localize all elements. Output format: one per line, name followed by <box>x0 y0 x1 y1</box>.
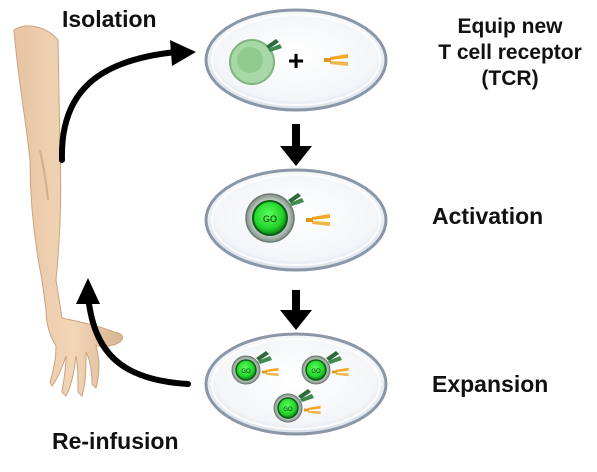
expansion-label: Expansion <box>432 371 549 397</box>
expanded-t-cell: GO <box>301 351 349 385</box>
go-mark: GO <box>283 407 293 413</box>
elbow-crease <box>39 149 49 201</box>
equip-label-line-3: (TCR) <box>481 67 539 90</box>
petri-dish-isolation: + <box>204 8 388 112</box>
equip-tcr-label: Equip new T cell receptor (TCR) <box>430 14 590 92</box>
down-arrow-2 <box>280 290 312 330</box>
isolation-arrow <box>58 40 196 163</box>
arm-shape <box>13 25 123 397</box>
expanded-t-cell: GO <box>231 351 279 385</box>
arm-illustration <box>13 25 123 397</box>
plus-sign: + <box>288 45 304 76</box>
equip-label-line-2: T cell receptor <box>438 41 582 64</box>
isolation-label: Isolation <box>62 6 157 32</box>
go-mark: GO <box>263 214 277 224</box>
go-mark: GO <box>241 369 251 375</box>
reinfusion-label: Re-infusion <box>52 428 179 454</box>
activation-label: Activation <box>432 203 544 229</box>
go-mark: GO <box>311 369 321 375</box>
resting-t-cell <box>229 39 275 85</box>
activated-t-cell: GO <box>245 193 295 243</box>
petri-dish-activation: GO <box>204 168 388 272</box>
equip-label-line-1: Equip new <box>457 15 563 38</box>
petri-dish-expansion: GO GO GO <box>204 332 388 436</box>
down-arrow-1 <box>280 124 312 166</box>
reinfusion-arrow <box>76 278 191 387</box>
expanded-t-cell: GO <box>273 389 321 423</box>
